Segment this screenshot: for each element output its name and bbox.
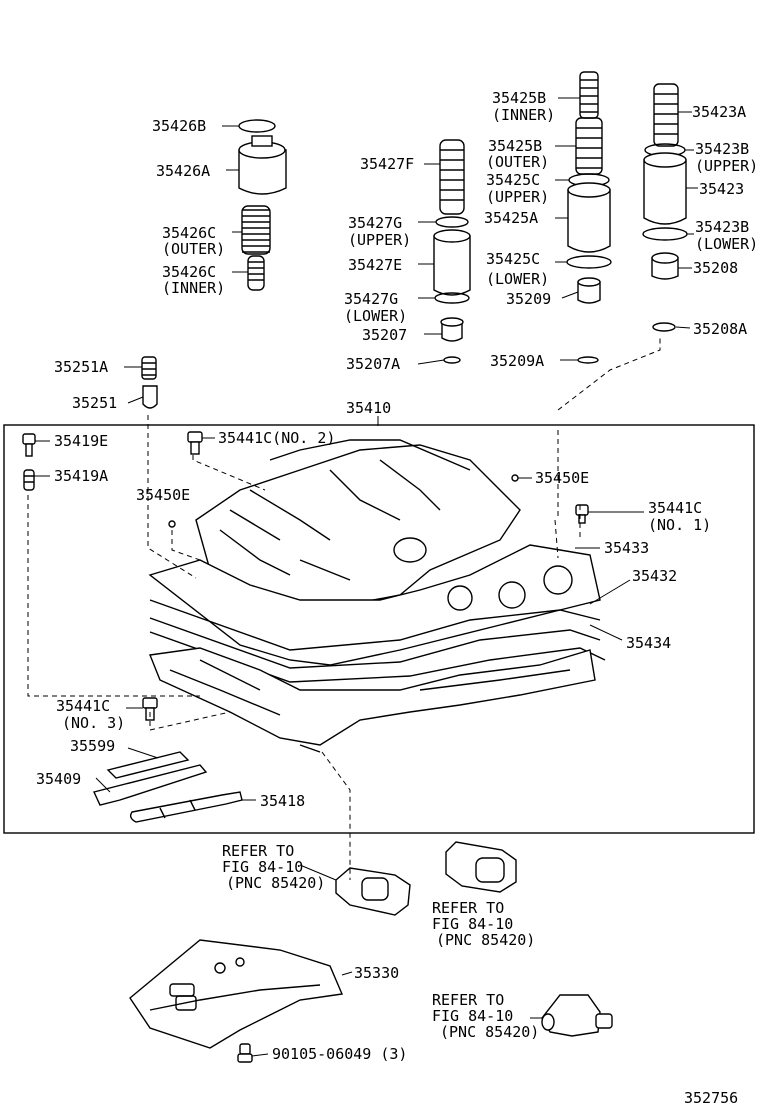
label-35427F: 35427F bbox=[360, 155, 414, 173]
label-35427E: 35427E bbox=[348, 256, 402, 274]
label-35426A: 35426A bbox=[156, 162, 210, 180]
label-35423A: 35423A bbox=[692, 103, 746, 121]
refer-3-line2: FIG 84-10 bbox=[432, 1007, 513, 1025]
part-35419-group bbox=[22, 433, 36, 491]
solenoid-3 bbox=[541, 994, 613, 1037]
label-lower-3: (LOWER) bbox=[695, 235, 758, 253]
label-35425B-inner: 35425B bbox=[492, 89, 546, 107]
label-no1: (NO. 1) bbox=[648, 516, 711, 534]
refer-3-line3: (PNC 85420) bbox=[440, 1023, 539, 1041]
refer-1-line2: FIG 84-10 bbox=[222, 858, 303, 876]
label-35432: 35432 bbox=[632, 567, 677, 585]
leader-lines bbox=[34, 97, 698, 1057]
label-35251: 35251 bbox=[72, 394, 117, 412]
label-upper-1: (UPPER) bbox=[348, 231, 411, 249]
valve-body-assembly bbox=[148, 439, 606, 753]
assembly-frame bbox=[3, 424, 755, 834]
label-lower-1: (LOWER) bbox=[344, 307, 407, 325]
label-35251A: 35251A bbox=[54, 358, 108, 376]
label-35427G-lower: 35427G bbox=[344, 290, 398, 308]
label-35427G-upper: 35427G bbox=[348, 214, 402, 232]
label-35207A: 35207A bbox=[346, 355, 400, 373]
label-35418: 35418 bbox=[260, 792, 305, 810]
label-outer-2: (OUTER) bbox=[486, 153, 549, 171]
label-inner-1: (INNER) bbox=[162, 279, 225, 297]
refer-1-line1: REFER TO bbox=[222, 842, 294, 860]
label-35425B-outer: 35425B bbox=[488, 137, 542, 155]
label-35425C-lower: 35425C bbox=[486, 250, 540, 268]
label-no3: (NO. 3) bbox=[62, 714, 125, 732]
label-35441C-no1: 35441C bbox=[648, 499, 702, 517]
part-35423-group bbox=[642, 83, 688, 332]
refer-note-3: REFER TO FIG 84-10 (PNC 85420) bbox=[432, 991, 539, 1041]
refer-2-line2: FIG 84-10 bbox=[432, 915, 513, 933]
label-35208A: 35208A bbox=[693, 320, 747, 338]
part-35409-lever bbox=[93, 764, 208, 806]
label-35433: 35433 bbox=[604, 539, 649, 557]
label-35208: 35208 bbox=[693, 259, 738, 277]
refer-note-1: REFER TO FIG 84-10 (PNC 85420) bbox=[222, 842, 325, 892]
part-35427-group bbox=[433, 139, 471, 364]
part-35599-plate bbox=[106, 751, 190, 779]
label-35410: 35410 bbox=[346, 399, 391, 417]
label-35419E: 35419E bbox=[54, 432, 108, 450]
label-35426C-inner: 35426C bbox=[162, 263, 216, 281]
label-35423B-upper: 35423B bbox=[695, 140, 749, 158]
diagram-id: 352756 bbox=[684, 1089, 738, 1107]
part-90105-bolt bbox=[237, 1043, 253, 1063]
label-inner-2: (INNER) bbox=[492, 106, 555, 124]
part-35330-strainer bbox=[129, 939, 344, 1049]
label-35330: 35330 bbox=[354, 964, 399, 982]
label-35423: 35423 bbox=[699, 180, 744, 198]
part-35426-group bbox=[238, 119, 287, 291]
label-35209A: 35209A bbox=[490, 352, 544, 370]
label-35419A: 35419A bbox=[54, 467, 108, 485]
refer-3-line1: REFER TO bbox=[432, 991, 504, 1009]
label-upper-2: (UPPER) bbox=[486, 188, 549, 206]
label-35441C-no3: 35441C bbox=[56, 697, 110, 715]
part-labels: 35426B 35426A 35426C (OUTER) 35426C (INN… bbox=[36, 89, 758, 1107]
solenoid-2 bbox=[445, 841, 517, 893]
label-35450E-left: 35450E bbox=[136, 486, 190, 504]
label-35425A: 35425A bbox=[484, 209, 538, 227]
refer-2-line1: REFER TO bbox=[432, 899, 504, 917]
label-90105: 90105-06049 (3) bbox=[272, 1045, 407, 1063]
refer-note-2: REFER TO FIG 84-10 (PNC 85420) bbox=[432, 899, 535, 949]
label-35207: 35207 bbox=[362, 326, 407, 344]
label-upper-3: (UPPER) bbox=[695, 157, 758, 175]
label-35434: 35434 bbox=[626, 634, 671, 652]
label-35450E-right: 35450E bbox=[535, 469, 589, 487]
label-35426B: 35426B bbox=[152, 117, 206, 135]
refer-1-line3: (PNC 85420) bbox=[226, 874, 325, 892]
label-35209: 35209 bbox=[506, 290, 551, 308]
solenoid-1 bbox=[335, 867, 411, 916]
part-35418-rod bbox=[129, 791, 243, 823]
label-lower-2: (LOWER) bbox=[486, 270, 549, 288]
label-35409: 35409 bbox=[36, 770, 81, 788]
part-35251-group bbox=[141, 356, 158, 409]
label-35425C-upper: 35425C bbox=[486, 171, 540, 189]
part-35425-group bbox=[566, 71, 612, 364]
label-outer-1: (OUTER) bbox=[162, 240, 225, 258]
dashed-guides bbox=[27, 335, 661, 880]
refer-2-line3: (PNC 85420) bbox=[436, 931, 535, 949]
label-35441C-no2: 35441C(NO. 2) bbox=[218, 429, 335, 447]
label-35599: 35599 bbox=[70, 737, 115, 755]
label-35423B-lower: 35423B bbox=[695, 218, 749, 236]
label-35426C-outer: 35426C bbox=[162, 224, 216, 242]
